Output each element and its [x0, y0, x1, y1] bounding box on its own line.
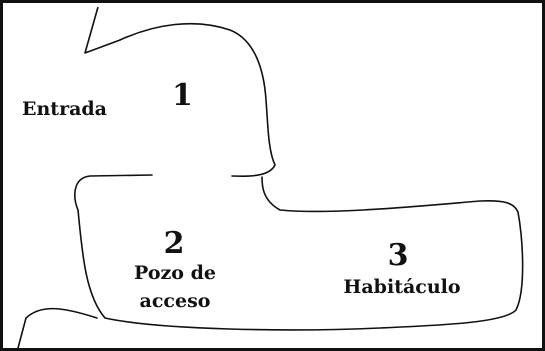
- lower-passage-outline: [17, 307, 98, 349]
- chamber-1-number: 1: [172, 78, 193, 113]
- entrance-passage-outline: [84, 6, 121, 54]
- chambers-2-3-outline: [74, 174, 524, 331]
- chamber-2-name-line1: Pozo de: [134, 262, 216, 284]
- chamber-2-name-line2: acceso: [139, 290, 211, 312]
- chamber-1-outline: [119, 22, 276, 178]
- entrance-label: Entrada: [22, 98, 107, 120]
- chamber-3-number: 3: [387, 238, 409, 273]
- chamber-3-name: Habitáculo: [343, 276, 461, 298]
- chamber-2-number: 2: [163, 226, 185, 261]
